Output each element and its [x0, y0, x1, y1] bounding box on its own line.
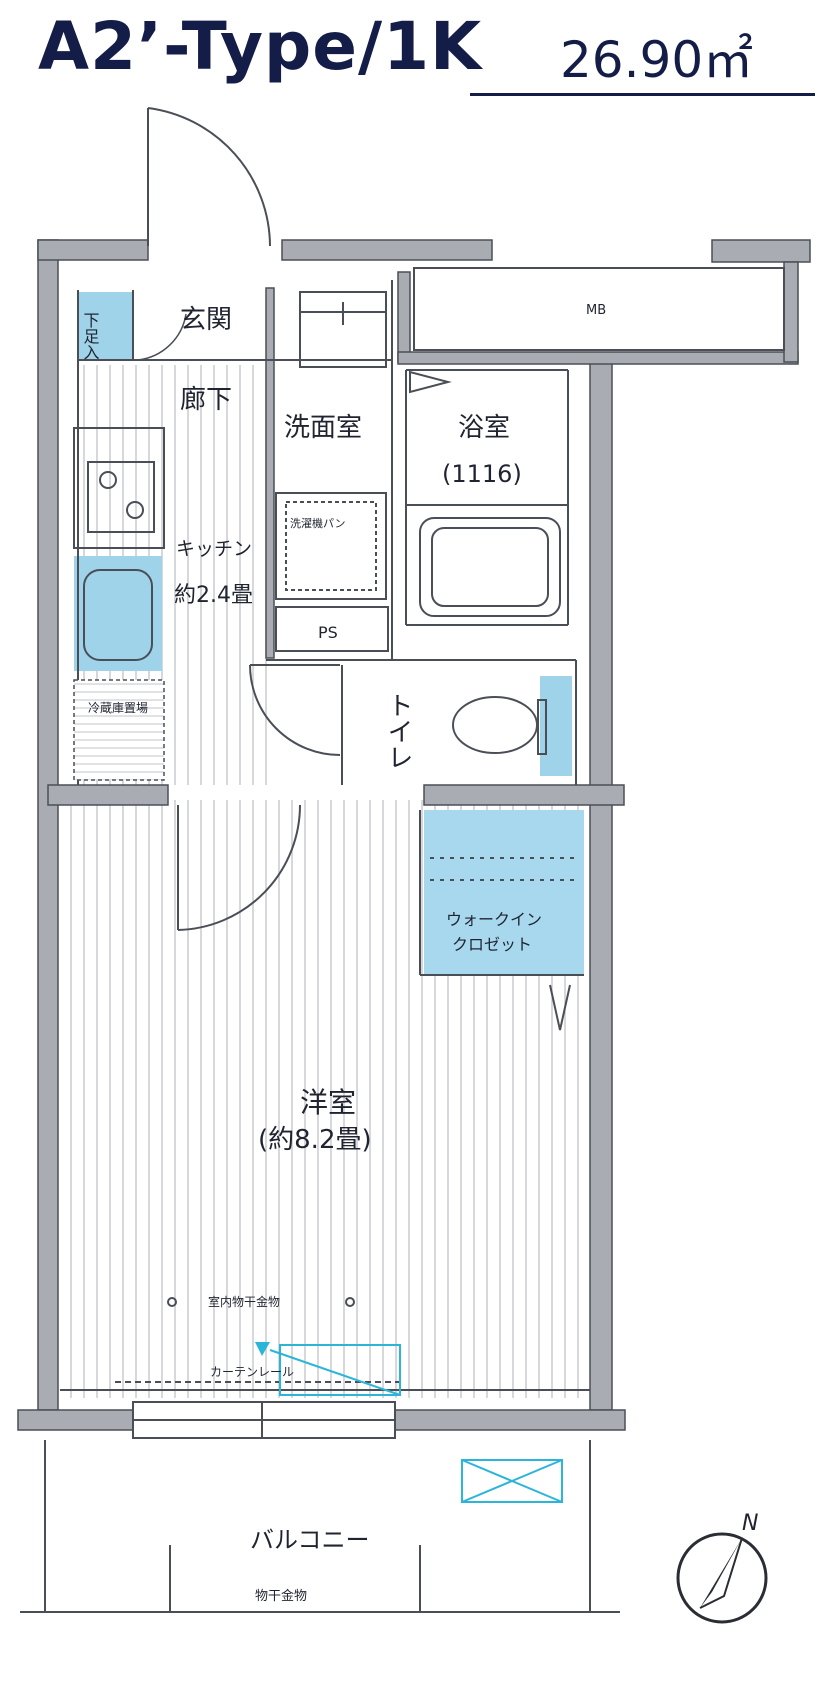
title-underline — [470, 93, 815, 96]
shoe-box-label: 下足入 — [81, 312, 100, 360]
indoor-drying-hooks — [167, 1297, 355, 1307]
laundry-hanger-label: 物干金物 — [255, 1588, 307, 1604]
washer-label: 洗濯機パン — [290, 516, 346, 530]
western-room-label: 洋室 — [300, 1086, 356, 1119]
bathroom-label: 浴室 — [458, 413, 510, 443]
closet-label-2: クロゼット — [452, 935, 532, 954]
partitions — [60, 267, 785, 1391]
kitchen-label: キッチン — [176, 538, 252, 560]
toilet-door — [249, 664, 341, 756]
closet-label-1: ウォークイン — [446, 910, 542, 929]
toilet-label: トイレ — [383, 692, 413, 770]
closet-door — [549, 984, 571, 1031]
room-door — [177, 804, 301, 931]
bathtub — [419, 517, 561, 617]
bath-door — [409, 370, 452, 394]
indoor-drying-label: 室内物干金物 — [208, 1294, 280, 1309]
washer-pan — [275, 492, 387, 600]
washbasin — [299, 291, 387, 368]
kitchen-sink — [83, 569, 153, 661]
window — [132, 1401, 396, 1439]
bathroom-unit-label: (1116) — [442, 460, 522, 488]
ps-label: PS — [318, 623, 338, 642]
aircon-diagonal — [269, 1349, 401, 1396]
stove — [73, 427, 165, 549]
mb-label: MB — [586, 303, 606, 318]
balcony-outdoor-unit — [461, 1459, 563, 1503]
unit-area-label: 26.90㎡ — [560, 31, 754, 89]
walls — [17, 239, 811, 1431]
entrance-door — [147, 107, 271, 247]
aircon-arrow — [255, 1342, 270, 1356]
curtain-rail-label: カーテンレール — [210, 1365, 294, 1379]
hallway-label: 廊下 — [180, 385, 232, 415]
fridge-space — [73, 679, 165, 781]
entrance-label: 玄関 — [180, 305, 232, 335]
toilet-bowl — [452, 696, 547, 755]
shoe-box-fill — [78, 292, 133, 360]
closet-floor — [424, 810, 584, 975]
floor-plan: 下足入 玄関 廊下 洗面室 浴室 (1116) キッチン 約2.4畳 洗濯機パン… — [17, 107, 811, 1624]
kitchen-size-label: 約2.4畳 — [174, 583, 253, 608]
compass-icon — [676, 1532, 768, 1624]
toilet-tank-fill — [540, 676, 572, 776]
aircon-mark — [279, 1344, 401, 1396]
western-room-size-label: (約8.2畳) — [258, 1125, 372, 1155]
balcony-outline — [20, 1440, 620, 1613]
compass-north-label: N — [742, 1511, 758, 1536]
balcony-label: バルコニー — [250, 1526, 370, 1554]
shoe-box-door — [137, 313, 187, 361]
washroom-label: 洗面室 — [284, 413, 362, 443]
plan-title: A2’-Type/1K 26.90㎡ — [0, 0, 828, 105]
fridge-label: 冷蔵庫置場 — [88, 701, 148, 715]
unit-type-label: A2’-Type/1K — [38, 8, 483, 85]
